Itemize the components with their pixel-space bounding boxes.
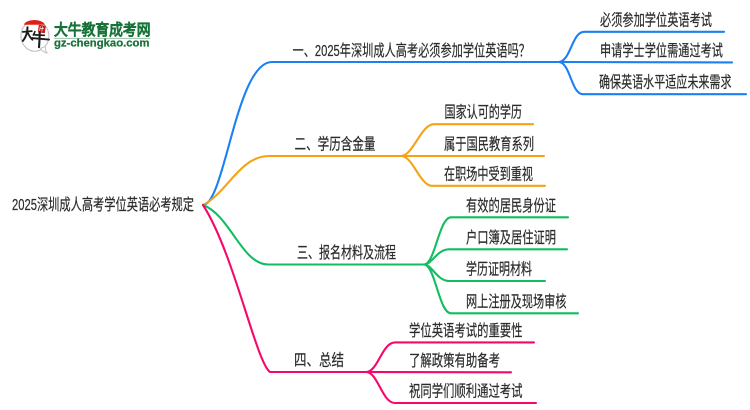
svg-text:国家认可的学历: 国家认可的学历 [445,104,523,122]
svg-text:三、报名材料及流程: 三、报名材料及流程 [297,244,396,262]
svg-text:gz-chengkao.com: gz-chengkao.com [54,37,150,49]
svg-text:了解政策有助备考: 了解政策有助备考 [409,352,500,370]
svg-text:在职场中受到重视: 在职场中受到重视 [444,165,533,183]
svg-text:必须参加学位英语考试: 必须参加学位英语考试 [600,11,712,29]
svg-text:四、总结: 四、总结 [294,352,344,370]
svg-text:学历证明材料: 学历证明材料 [466,261,532,279]
svg-text:学位英语考试的重要性: 学位英语考试的重要性 [409,322,523,340]
svg-text:祝同学们顺利通过考试: 祝同学们顺利通过考试 [409,383,523,401]
svg-text:一、2025年深圳成人高考必须参加学位英语吗？: 一、2025年深圳成人高考必须参加学位英语吗？ [293,42,531,60]
svg-text:户口簿及居住证明: 户口簿及居住证明 [466,229,556,247]
svg-text:申请学士学位需通过考试: 申请学士学位需通过考试 [600,42,723,60]
svg-text:网上注册及现场审核: 网上注册及现场审核 [466,293,567,311]
svg-text:属于国民教育系列: 属于国民教育系列 [444,135,534,153]
svg-text:大牛教育成考网: 大牛教育成考网 [54,20,151,39]
svg-text:确保英语水平适应未来需求: 确保英语水平适应未来需求 [599,73,732,92]
svg-text:2025深圳成人高考学位英语必考规定: 2025深圳成人高考学位英语必考规定 [12,196,194,214]
svg-text:有效的居民身份证: 有效的居民身份证 [466,197,556,215]
svg-text:二、学历含金量: 二、学历含金量 [295,135,376,153]
